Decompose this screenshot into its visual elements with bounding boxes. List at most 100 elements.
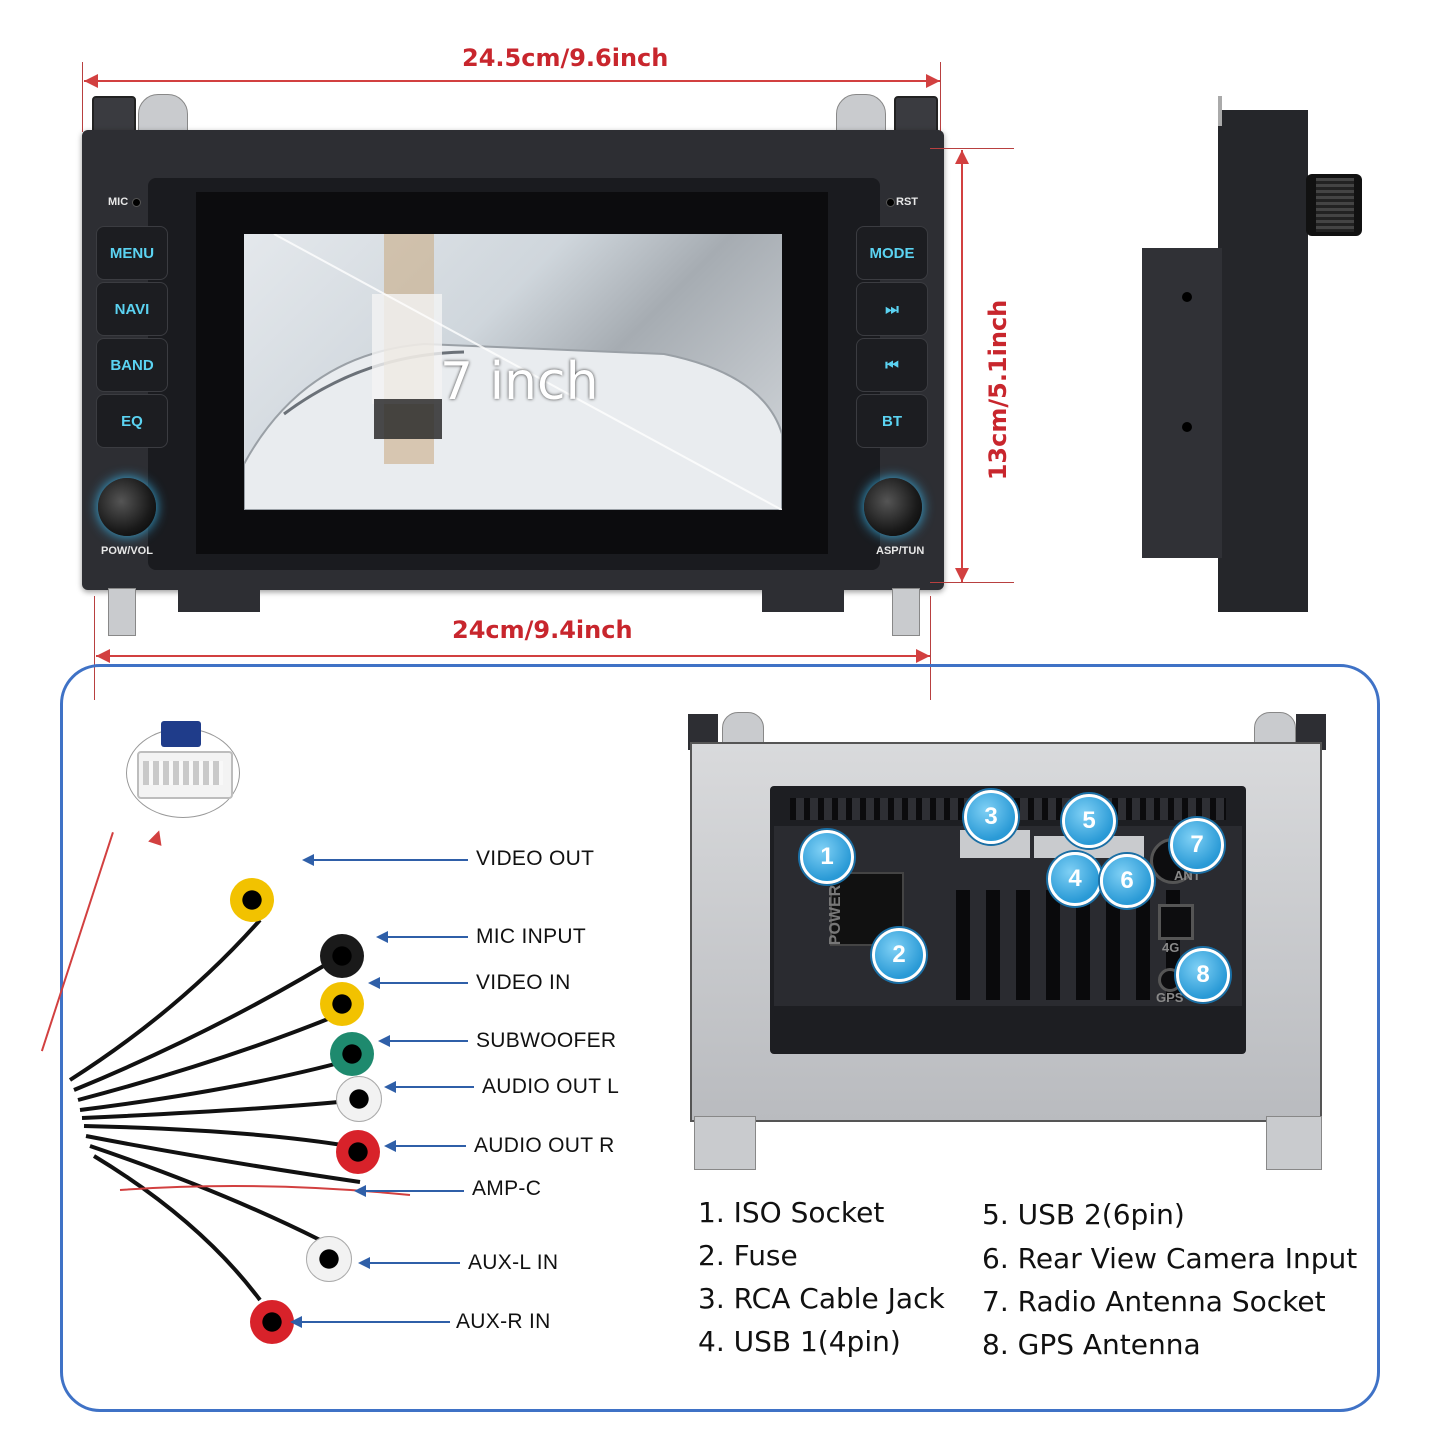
- screen-image: [244, 234, 782, 510]
- arrow-video-in-icon: [368, 977, 380, 989]
- menu-button[interactable]: MENU: [96, 226, 168, 280]
- line-mic-input: [386, 936, 468, 938]
- back-bottom-bracket-right: [1266, 1116, 1322, 1170]
- bt-button[interactable]: BT: [856, 394, 928, 448]
- legend-item-6: 6. Rear View Camera Input: [982, 1242, 1358, 1275]
- rst-hole-icon: [886, 198, 895, 207]
- dim-bottom-width: 24cm/9.4inch: [452, 616, 633, 644]
- side-view: [1140, 96, 1364, 618]
- line-audio-out-r: [394, 1145, 466, 1147]
- line-amp-c: [364, 1190, 464, 1192]
- screen-size-label: 7 inch: [440, 352, 599, 412]
- arrow-audio-out-r-icon: [384, 1140, 396, 1152]
- label-audio-out-r: AUDIO OUT R: [474, 1134, 615, 1157]
- side-knob-ridges: [1316, 178, 1354, 232]
- line-video-out: [312, 859, 468, 861]
- pow-vol-label: POW/VOL: [101, 545, 153, 557]
- dim-guide-left-top: [82, 62, 83, 132]
- legend-item-8: 8. GPS Antenna: [982, 1328, 1201, 1361]
- next-track-button[interactable]: ⏭: [856, 282, 928, 336]
- side-bracket: [1218, 96, 1222, 126]
- bottom-bracket-right: [892, 588, 920, 636]
- legend-item-4: 4. USB 1(4pin): [698, 1325, 901, 1358]
- legend-item-3: 3. RCA Cable Jack: [698, 1282, 945, 1315]
- legend-item-7: 7. Radio Antenna Socket: [982, 1285, 1326, 1318]
- dim-guide-right-bottom: [930, 596, 931, 700]
- label-subwoofer: SUBWOOFER: [476, 1029, 617, 1052]
- legend-item-2: 2. Fuse: [698, 1239, 798, 1272]
- arrow-aux-r-icon: [290, 1316, 302, 1328]
- arrow-subwoofer-icon: [378, 1035, 390, 1047]
- dim-arrow-left-icon: [84, 74, 98, 88]
- aux-l-plug-icon: [306, 1236, 352, 1282]
- power-text: POWER: [827, 884, 845, 946]
- badge-3: 3: [964, 790, 1018, 844]
- power-volume-knob[interactable]: [98, 478, 156, 536]
- badge-5: 5: [1062, 794, 1116, 848]
- label-aux-l: AUX-L IN: [468, 1251, 559, 1274]
- badge-1: 1: [800, 830, 854, 884]
- asp-tun-label: ASP/TUN: [876, 545, 925, 557]
- 4g-text: 4G: [1162, 940, 1180, 955]
- mic-input-plug-icon: [320, 934, 364, 978]
- line-aux-l: [368, 1262, 460, 1264]
- dim-guide-right-top: [940, 62, 941, 132]
- legend-item-1: 1. ISO Socket: [698, 1196, 885, 1229]
- legend-item-5: 5. USB 2(6pin): [982, 1198, 1185, 1231]
- mic-hole-icon: [132, 198, 141, 207]
- line-video-in: [378, 982, 468, 984]
- bottom-bracket-left: [108, 588, 136, 636]
- line-subwoofer: [388, 1040, 468, 1042]
- dim-arrow-left-bottom-icon: [96, 649, 110, 663]
- tune-knob[interactable]: [864, 478, 922, 536]
- badge-8: 8: [1176, 948, 1230, 1002]
- arrow-aux-l-icon: [358, 1257, 370, 1269]
- prev-track-button[interactable]: ⏮: [856, 338, 928, 392]
- badge-2: 2: [872, 928, 926, 982]
- dim-guide-bottom-height: [930, 582, 1014, 583]
- dim-arrow-right-bottom-icon: [916, 649, 930, 663]
- side-faceplate: [1218, 110, 1308, 612]
- badge-4: 4: [1048, 852, 1102, 906]
- audio-out-l-plug-icon: [336, 1076, 382, 1122]
- dim-arrow-right-icon: [926, 74, 940, 88]
- label-mic-input: MIC INPUT: [476, 925, 587, 948]
- navi-button[interactable]: NAVI: [96, 282, 168, 336]
- arrow-video-out-icon: [302, 854, 314, 866]
- dim-guide-left-bottom: [94, 596, 95, 700]
- dim-arrow-down-icon: [955, 568, 969, 582]
- subwoofer-plug-icon: [330, 1032, 374, 1076]
- cable-harness: [68, 918, 411, 1302]
- back-bottom-bracket-left: [694, 1116, 756, 1170]
- side-screw-2: [1182, 422, 1192, 432]
- line-aux-r: [300, 1321, 450, 1323]
- line-audio-out-l: [394, 1086, 474, 1088]
- mic-label: MIC: [108, 196, 129, 208]
- rst-label: RST: [896, 196, 918, 208]
- badge-7: 7: [1170, 818, 1224, 872]
- dim-line-height: [961, 150, 963, 582]
- arrow-mic-input-icon: [376, 931, 388, 943]
- bottom-tab-right: [762, 588, 844, 612]
- mode-button[interactable]: MODE: [856, 226, 928, 280]
- arrow-amp-c-icon: [354, 1185, 366, 1197]
- display-screen[interactable]: 7 inch: [244, 234, 782, 510]
- label-amp-c: AMP-C: [472, 1177, 542, 1200]
- iso-connector-icon: [126, 721, 240, 818]
- dim-guide-top-height: [930, 148, 1014, 149]
- dim-arrow-up-icon: [955, 150, 969, 164]
- bottom-tab-left: [178, 588, 260, 612]
- band-button[interactable]: BAND: [96, 338, 168, 392]
- label-video-in: VIDEO IN: [476, 971, 571, 994]
- eq-button[interactable]: EQ: [96, 394, 168, 448]
- audio-out-r-plug-icon: [336, 1130, 380, 1174]
- dim-line-bottom: [96, 655, 930, 657]
- video-in-plug-icon: [320, 982, 364, 1026]
- dim-height: 13cm/5.1inch: [984, 299, 1012, 481]
- arrow-audio-out-l-icon: [384, 1081, 396, 1093]
- dim-line-top: [84, 80, 940, 82]
- label-audio-out-l: AUDIO OUT L: [482, 1075, 620, 1098]
- label-aux-r: AUX-R IN: [456, 1310, 551, 1333]
- label-video-out: VIDEO OUT: [476, 847, 595, 870]
- dim-top-width: 24.5cm/9.6inch: [462, 44, 669, 72]
